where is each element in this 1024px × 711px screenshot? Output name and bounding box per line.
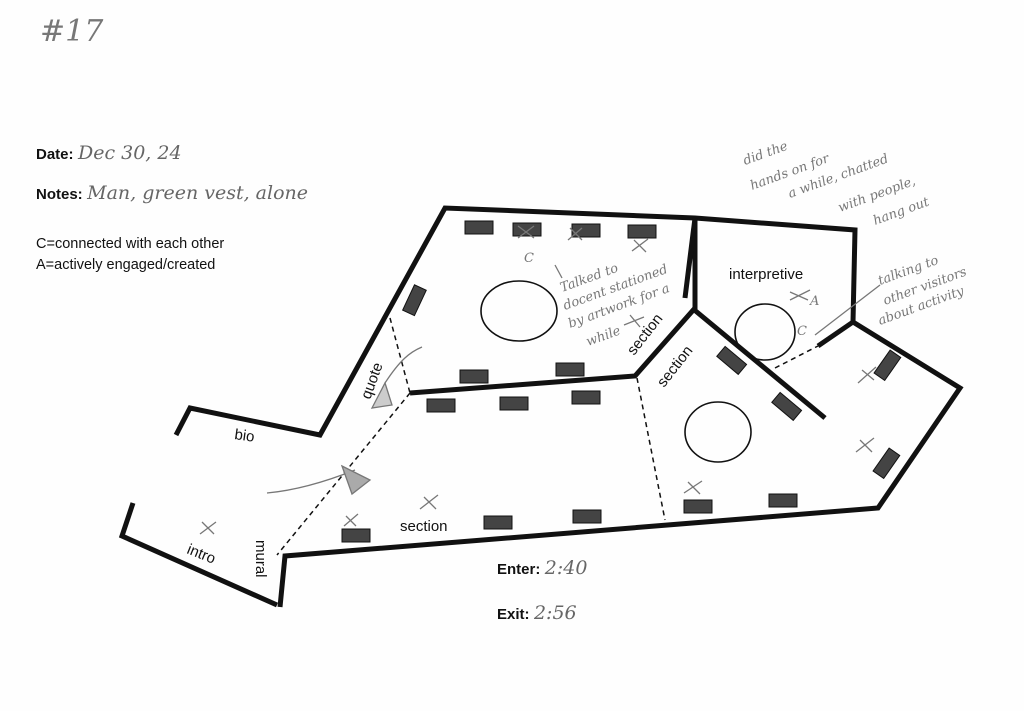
sheet-number: #17 <box>40 14 104 49</box>
outer-wall <box>173 205 964 608</box>
mark-connected: C <box>797 324 807 339</box>
annotation-line: did the <box>741 139 790 169</box>
diagonal-wall <box>690 306 827 420</box>
annotation-arrow <box>554 264 563 279</box>
date-label: Date: <box>36 146 74 163</box>
position-marker <box>370 381 393 409</box>
benches <box>341 220 902 543</box>
openings <box>276 317 819 556</box>
date-field: Date: Dec 30, 24 <box>36 142 182 164</box>
legend-connected: C=connected with each other <box>36 236 225 252</box>
mark-connected: C <box>524 251 534 266</box>
date-value: Dec 30, 24 <box>77 142 182 164</box>
notes-label: Notes: <box>36 186 83 203</box>
section-wall <box>409 218 698 396</box>
enter-field: Enter: 2:40 <box>497 557 587 579</box>
room-label-bio: bio <box>233 426 255 446</box>
interpretive-wall <box>682 217 698 299</box>
visitor-path <box>266 264 881 496</box>
legend-active: A=actively engaged/created <box>36 257 216 273</box>
docent-note-line: while <box>584 323 623 349</box>
handwritten-annotations: did the hands on for a while, chatted wi… <box>524 139 969 350</box>
notes-value: Man, green vest, alone <box>87 182 308 204</box>
notes-field: Notes: Man, green vest, alone <box>36 182 308 204</box>
exit-label: Exit: <box>497 606 530 623</box>
annotation-arrow <box>814 284 881 336</box>
mark-active: A <box>809 294 819 309</box>
table-ellipse <box>480 280 558 342</box>
exit-value: 2:56 <box>533 602 577 624</box>
x-marks <box>199 225 877 535</box>
position-marker <box>340 464 372 496</box>
table-ellipse <box>734 303 796 361</box>
tables <box>480 280 796 463</box>
walls <box>118 205 964 608</box>
enter-label: Enter: <box>497 561 541 578</box>
intro-wall <box>118 502 279 608</box>
legend: C=connected with each other A=actively e… <box>36 234 224 276</box>
exit-field: Exit: 2:56 <box>497 602 577 624</box>
room-label-interpretive: interpretive <box>729 266 803 283</box>
room-label-mural: mural <box>252 540 269 578</box>
enter-value: 2:40 <box>544 557 588 579</box>
interpretive-corner-wall <box>816 319 855 349</box>
room-label-section: section <box>400 518 448 535</box>
table-ellipse <box>684 401 752 463</box>
